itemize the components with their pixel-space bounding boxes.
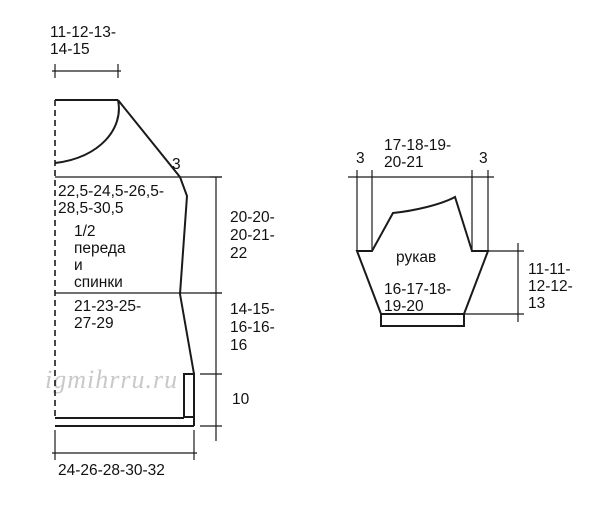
sleeve-bottom-width-label-2: 19-20 [384,298,424,315]
waist-width-label-2: 27-29 [74,315,114,332]
body-rib-band [183,373,195,418]
body-dimensions [52,64,222,460]
chest-width-label-2: 28,5-30,5 [58,200,124,217]
piece-label-2: переда [74,240,126,257]
sleeve-bottom-width-label-1: 16-17-18- [384,281,451,298]
sleeve-dimensions [348,170,524,322]
sleeve-height-label-3: 13 [528,295,545,312]
side-height-label-3: 16 [230,337,247,354]
waist-width-label-1: 21-23-25- [74,298,141,315]
neck-width-label-1: 11-12-13- [50,24,116,41]
neck-width-label-2: 14-15 [50,41,90,58]
armhole-height-label-2: 20-21- [230,227,275,244]
sleeve-label: рукав [396,249,436,266]
sleeve-top-width-label-1: 17-18-19- [384,137,451,154]
side-height-label-2: 16-16- [230,319,275,336]
side-height-label-1: 14-15- [230,301,275,318]
armhole-height-label-1: 20-20- [230,209,275,226]
sleeve-side-right-label: 3 [479,150,488,167]
sleeve-cuff [380,313,465,327]
shoulder-label: 3 [172,156,181,173]
rib-height-label: 10 [232,391,250,408]
sleeve-side-left-label: 3 [356,150,365,167]
watermark-text: igmihrru.ru [45,365,178,394]
chest-width-label-1: 22,5-24,5-26,5- [58,183,164,200]
body-piece [54,99,195,427]
sleeve-top-width-label-2: 20-21 [384,154,424,171]
sleeve-height-label-1: 11-11- [528,261,571,278]
body-shoulder-line [117,99,181,178]
piece-label-4: спинки [74,274,123,291]
armhole-height-label-3: 22 [230,245,247,262]
body-side-outline [178,176,195,375]
hem-width-label: 24-26-28-30-32 [58,462,165,479]
piece-label-3: и [74,257,83,274]
piece-label-1: 1/2 [74,223,96,240]
body-neckline-curve [54,99,120,164]
sleeve-height-label-2: 12-12- [528,278,573,295]
